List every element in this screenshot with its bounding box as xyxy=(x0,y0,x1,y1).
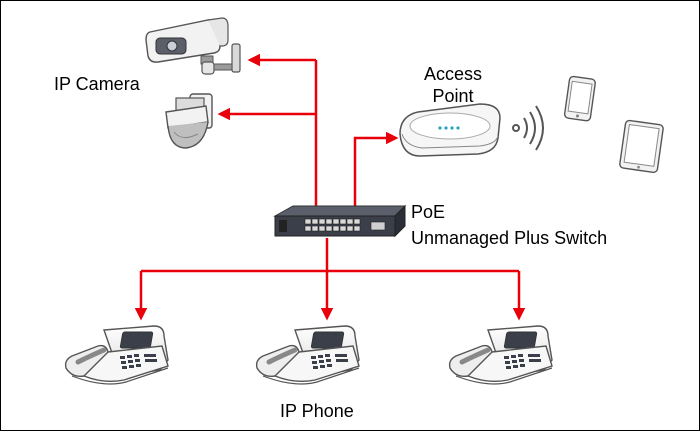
access-point-label-line2: Point xyxy=(432,86,474,106)
desk-phone-icon xyxy=(257,326,359,384)
access-point-link xyxy=(353,131,399,210)
wifi-signal-icon xyxy=(512,105,544,151)
poe-switch-icon xyxy=(273,204,407,238)
switch-label-line1: PoE xyxy=(411,202,446,222)
ip-phone-label: IP Phone xyxy=(280,401,354,421)
switch-label: PoE Unmanaged Plus Switch xyxy=(411,201,607,249)
camera-icon xyxy=(145,17,241,75)
ip-camera-label: IP Camera xyxy=(54,74,140,94)
switch-label-line2: Unmanaged Plus Switch xyxy=(411,228,608,248)
desk-phone-icon xyxy=(450,326,552,384)
tablet-icon xyxy=(619,119,664,174)
access-point-label-line1: Access xyxy=(423,64,483,84)
connection-lines xyxy=(134,53,526,321)
access-point-icon xyxy=(399,103,501,157)
dome-camera-icon xyxy=(165,93,213,149)
desk-phone-icon xyxy=(64,325,169,385)
smartphone-icon xyxy=(563,75,596,122)
access-point-label: Access Point xyxy=(410,63,496,107)
